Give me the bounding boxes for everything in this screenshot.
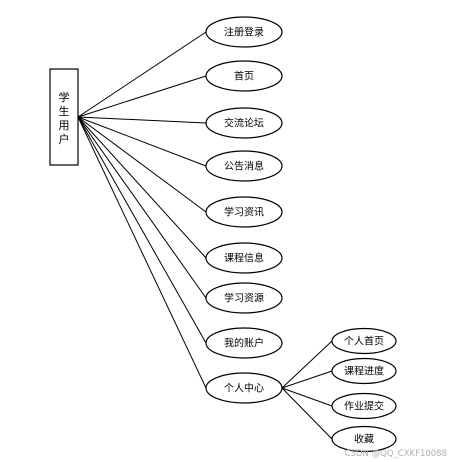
connector-lines	[77, 31, 333, 440]
node-announcements-label: 公告消息	[224, 160, 264, 173]
edge-center-to-favorites	[281, 387, 333, 440]
node-home-ellipse	[205, 60, 283, 92]
subnode-personal-home-ellipse	[331, 327, 397, 355]
edge-actor-to-my-account	[77, 116, 207, 344]
node-study-resources-ellipse	[205, 282, 283, 314]
node-announcements: 公告消息	[205, 150, 283, 182]
edge-actor-to-home	[77, 75, 207, 118]
node-study-resources: 学习资源	[205, 282, 283, 314]
node-forum-ellipse	[205, 107, 283, 139]
node-my-account: 我的账户	[205, 327, 283, 359]
node-personal-center: 个人中心	[205, 372, 283, 404]
subnode-homework-submit-ellipse	[331, 392, 397, 420]
node-personal-center-ellipse	[205, 372, 283, 404]
edge-center-to-personal-home	[281, 340, 333, 389]
node-course-info: 课程信息	[205, 242, 283, 274]
edge-actor-to-forum	[77, 116, 207, 124]
node-announcements-ellipse	[205, 150, 283, 182]
edge-actor-to-personal-center	[77, 116, 207, 389]
edge-center-to-homework-submit	[281, 387, 333, 407]
node-register-login: 注册登录	[205, 16, 283, 48]
node-home-label: 首页	[234, 70, 254, 83]
actor-char-3: 用	[59, 119, 70, 132]
node-register-login-ellipse	[205, 16, 283, 48]
node-register-login-label: 注册登录	[224, 26, 264, 39]
subnode-favorites-ellipse	[331, 425, 397, 453]
subnode-personal-home-label: 个人首页	[344, 335, 384, 348]
node-study-news-ellipse	[205, 196, 283, 228]
actor-char-4: 户	[59, 132, 70, 146]
node-study-news-label: 学习资讯	[224, 206, 264, 219]
actor-char-1: 学	[59, 90, 70, 104]
node-home: 首页	[205, 60, 283, 92]
node-study-news: 学习资讯	[205, 196, 283, 228]
edge-actor-to-study-resources	[77, 116, 207, 299]
subnode-course-progress: 课程进度	[331, 357, 397, 385]
actor-box: 学 生 用 户	[49, 68, 79, 166]
edge-center-to-course-progress	[281, 370, 333, 389]
edge-actor-to-study-news	[77, 116, 207, 213]
node-forum-label: 交流论坛	[224, 117, 264, 130]
node-forum: 交流论坛	[205, 107, 283, 139]
node-course-info-ellipse	[205, 242, 283, 274]
subnode-favorites-label: 收藏	[354, 433, 374, 446]
edge-actor-to-course-info	[77, 116, 207, 259]
subnode-homework-submit-label: 作业提交	[344, 400, 384, 413]
subnode-personal-home: 个人首页	[331, 327, 397, 355]
edge-actor-to-register-login	[77, 31, 207, 118]
watermark: CSDN @QQ_CXKF10088	[345, 449, 447, 459]
node-study-resources-label: 学习资源	[224, 292, 264, 305]
node-course-info-label: 课程信息	[224, 252, 264, 265]
subnode-course-progress-ellipse	[331, 357, 397, 385]
node-personal-center-label: 个人中心	[224, 382, 264, 395]
node-my-account-ellipse	[205, 327, 283, 359]
edge-actor-to-announcements	[77, 116, 207, 167]
node-my-account-label: 我的账户	[224, 337, 264, 350]
subnode-course-progress-label: 课程进度	[344, 365, 384, 378]
subnode-homework-submit: 作业提交	[331, 392, 397, 420]
subnode-favorites: 收藏	[331, 425, 397, 453]
actor-char-2: 生	[59, 104, 70, 118]
